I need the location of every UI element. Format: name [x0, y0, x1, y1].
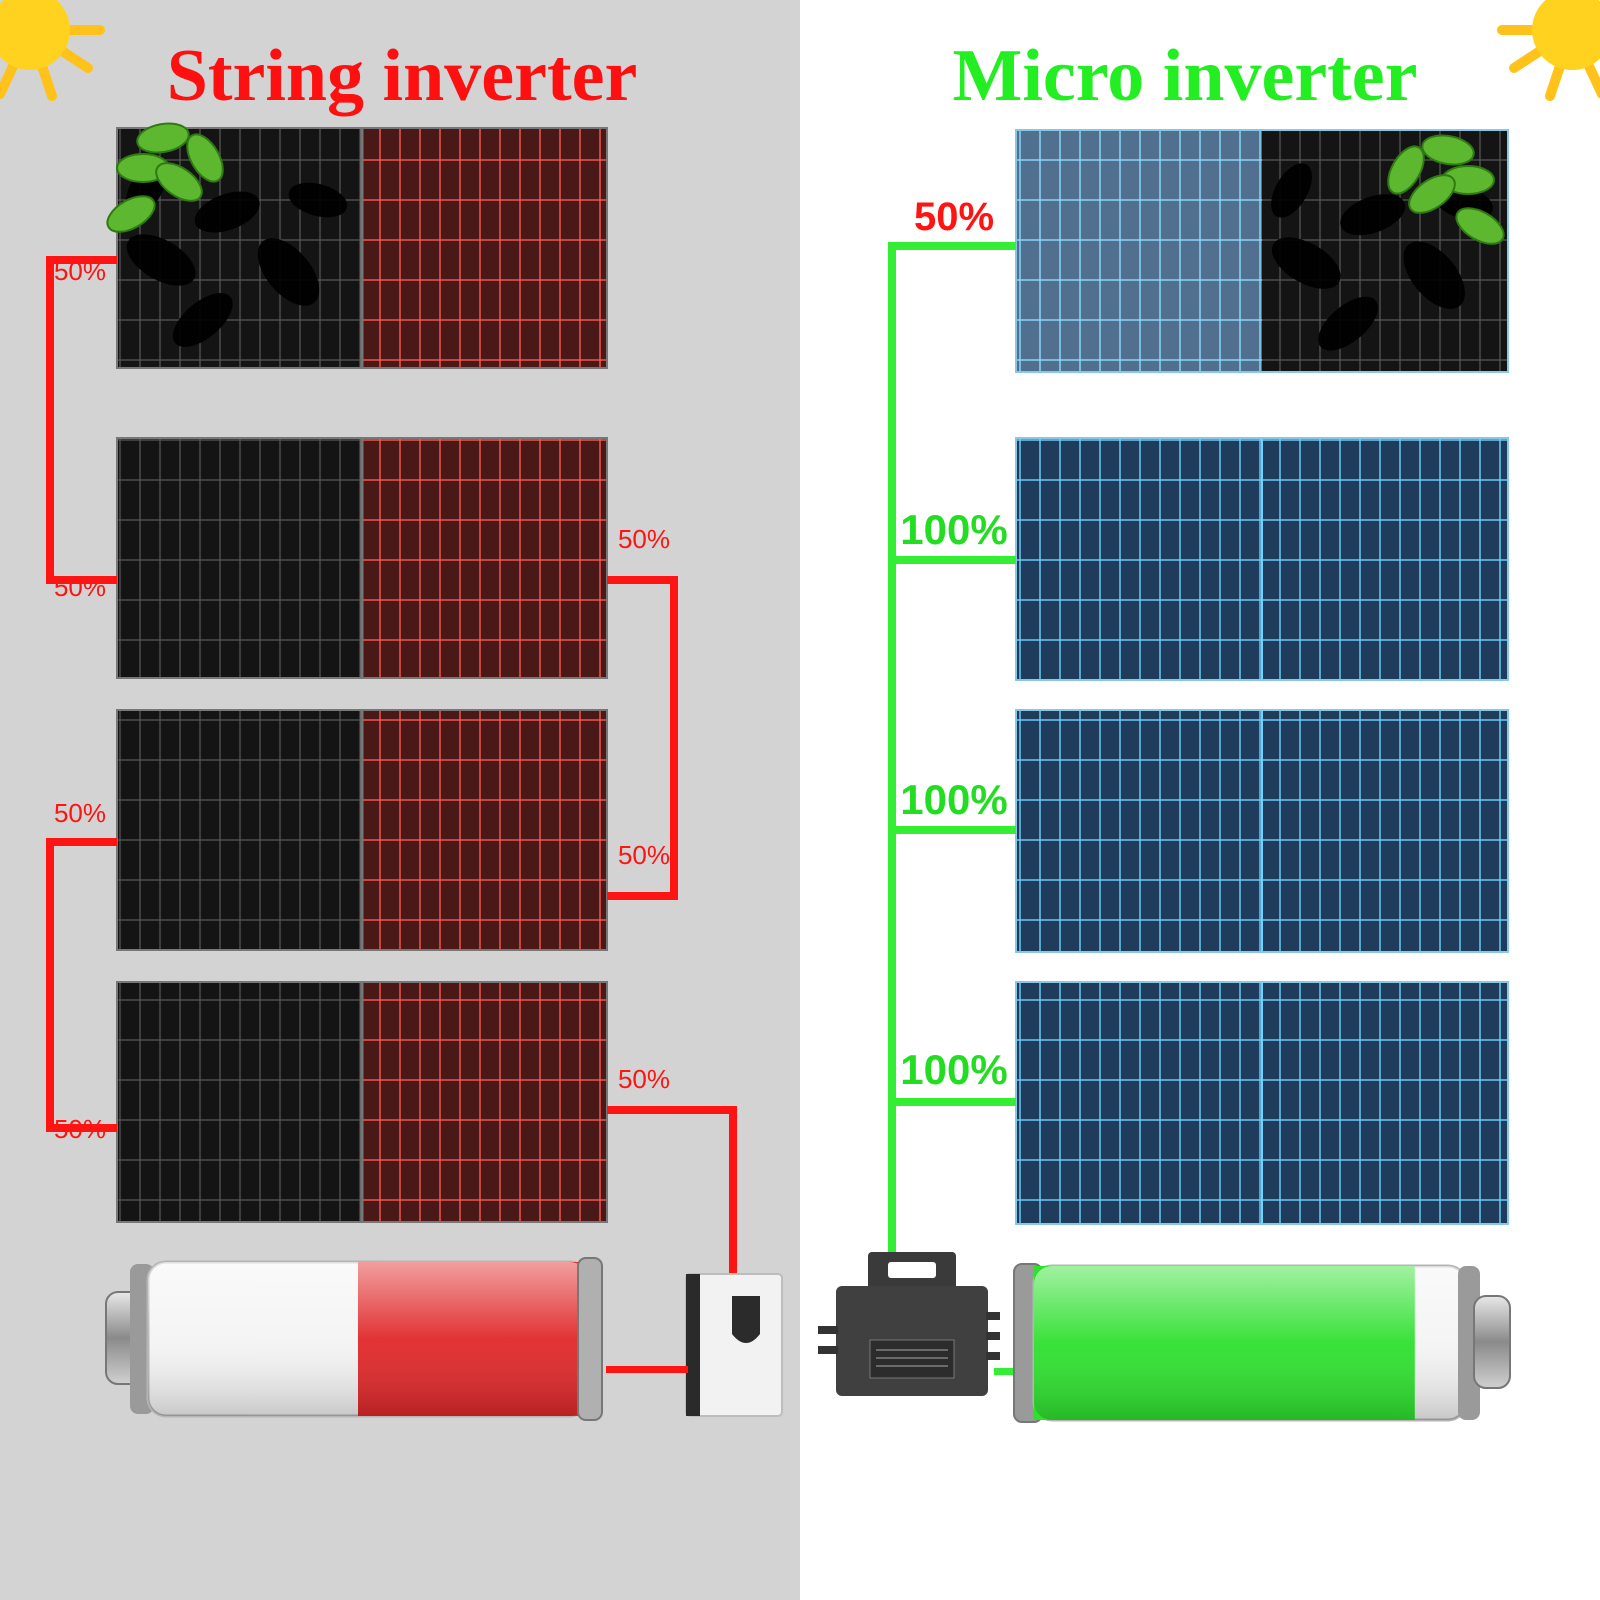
- leaf-icon: [1387, 134, 1505, 245]
- shaded-half: [117, 982, 362, 1222]
- series-wire: [46, 838, 117, 1132]
- solar-panel: [1015, 129, 1509, 373]
- efficiency-label: 50%: [54, 256, 106, 286]
- micro-inverter-title: Micro inverter: [953, 35, 1418, 117]
- series-wire: [46, 256, 117, 584]
- shaded-half: [117, 710, 362, 950]
- underperforming-half: [362, 982, 607, 1222]
- sun-icon: [1497, 0, 1600, 101]
- battery-connection-wire: [994, 1368, 1014, 1375]
- efficiency-label: 100%: [900, 1046, 1007, 1093]
- efficiency-label: 50%: [54, 572, 106, 602]
- series-wire: [607, 1106, 737, 1276]
- efficiency-label: 100%: [900, 506, 1007, 553]
- efficiency-label: 50%: [618, 1064, 670, 1094]
- solar-panel: [116, 437, 608, 679]
- leaf-icon: [106, 122, 224, 233]
- solar-panel: [106, 122, 608, 369]
- underperforming-half: [362, 128, 607, 368]
- solar-panel: [116, 981, 608, 1223]
- efficiency-label: 50%: [54, 1114, 106, 1144]
- efficiency-label: 50%: [914, 195, 994, 239]
- battery-icon: [105, 1257, 603, 1421]
- battery-connection-wire: [606, 1366, 688, 1373]
- efficiency-label: 50%: [618, 524, 670, 554]
- efficiency-label: 50%: [618, 840, 670, 870]
- solar-panel: [1015, 709, 1509, 953]
- solar-panel: [1015, 981, 1509, 1225]
- series-wire: [607, 576, 678, 900]
- efficiency-label: 50%: [54, 798, 106, 828]
- sunlit-half: [1016, 130, 1262, 372]
- leaf-shadow: [1271, 163, 1493, 351]
- efficiency-label: 100%: [900, 776, 1007, 823]
- sun-icon: [0, 0, 105, 101]
- underperforming-half: [362, 438, 607, 678]
- shaded-half: [117, 438, 362, 678]
- inverter-icon: [685, 1273, 783, 1417]
- micro-inverter-icon: [818, 1252, 1000, 1396]
- solar-panel: [116, 709, 608, 951]
- underperforming-half: [362, 710, 607, 950]
- solar-panel: [1015, 437, 1509, 681]
- battery-icon: [1013, 1263, 1511, 1423]
- string-inverter-title: String inverter: [167, 35, 638, 117]
